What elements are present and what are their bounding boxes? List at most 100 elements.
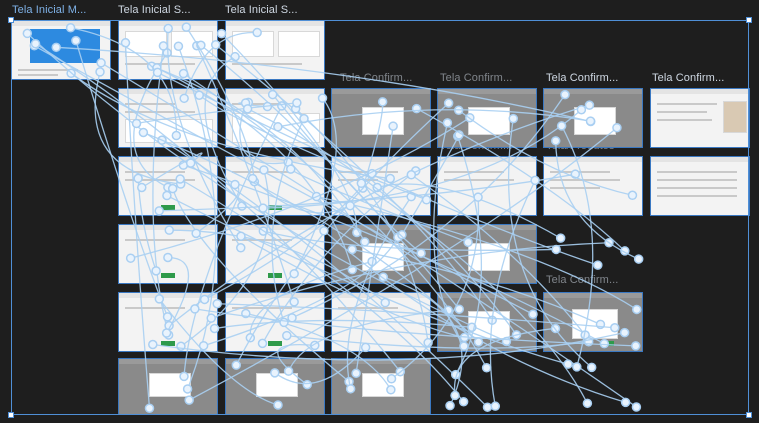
connector-line[interactable] <box>247 108 518 336</box>
frame-tela-produtos[interactable] <box>543 156 643 216</box>
frame-tela-inicial-s-1[interactable] <box>118 20 218 80</box>
connector-line[interactable] <box>152 331 625 361</box>
connector-line[interactable] <box>489 180 536 407</box>
connector-node[interactable] <box>473 337 484 347</box>
connector-line[interactable] <box>217 303 615 329</box>
connector-node[interactable] <box>164 225 175 235</box>
connector-node[interactable] <box>530 175 540 186</box>
connector-node[interactable] <box>490 401 501 411</box>
connector-node[interactable] <box>289 297 299 307</box>
connector-node[interactable] <box>273 400 283 410</box>
connector-line[interactable] <box>130 117 471 259</box>
connector-node[interactable] <box>259 165 269 175</box>
connector-node[interactable] <box>360 237 370 247</box>
connector-node[interactable] <box>96 58 106 68</box>
connector-node[interactable] <box>184 395 194 405</box>
connector-line[interactable] <box>183 164 605 345</box>
connector-node[interactable] <box>586 362 597 373</box>
connector-node[interactable] <box>563 359 573 369</box>
connector-node[interactable] <box>190 304 200 314</box>
connector-node[interactable] <box>30 38 41 49</box>
connector-node[interactable] <box>252 27 262 38</box>
connector-line[interactable] <box>240 235 465 339</box>
connector-line[interactable] <box>166 194 569 365</box>
connector-node[interactable] <box>619 327 630 338</box>
connector-node[interactable] <box>463 237 473 248</box>
connector-node[interactable] <box>154 294 165 304</box>
connector-node[interactable] <box>267 89 278 100</box>
connector-node[interactable] <box>528 309 538 319</box>
connector-node[interactable] <box>179 93 189 104</box>
connector-line[interactable] <box>290 168 469 243</box>
connector-node[interactable] <box>178 68 189 79</box>
connector-node[interactable] <box>443 98 454 108</box>
connector-node[interactable] <box>582 398 593 409</box>
connector-node[interactable] <box>416 248 426 259</box>
connector-line[interactable] <box>158 298 279 406</box>
connector-node[interactable] <box>230 179 240 190</box>
connector-node[interactable] <box>236 243 246 253</box>
connector-node[interactable] <box>627 190 638 201</box>
connector-node[interactable] <box>152 67 163 78</box>
connector-node[interactable] <box>154 206 164 216</box>
connector-node[interactable] <box>206 313 216 323</box>
connector-node[interactable] <box>257 338 268 349</box>
connector-node[interactable] <box>242 104 253 114</box>
connector-node[interactable] <box>161 328 172 338</box>
frame-label-tela-confirm-2[interactable]: Tela Confirm... <box>440 72 513 84</box>
connector-line[interactable] <box>35 43 401 373</box>
connector-node[interactable] <box>138 127 149 138</box>
connector-line[interactable] <box>203 237 399 347</box>
connector-node[interactable] <box>345 384 356 394</box>
connector-line[interactable] <box>152 45 170 336</box>
connector-node[interactable] <box>175 174 185 184</box>
connector-line[interactable] <box>391 197 480 380</box>
connector-line[interactable] <box>200 44 460 310</box>
connector-line[interactable] <box>143 131 479 343</box>
connector-line[interactable] <box>211 242 610 319</box>
connector-line[interactable] <box>291 94 566 319</box>
connector-node[interactable] <box>386 374 397 384</box>
connector-line[interactable] <box>235 102 450 366</box>
connector-node[interactable] <box>22 28 33 39</box>
connector-node[interactable] <box>137 182 147 193</box>
connector-line[interactable] <box>221 33 358 233</box>
connector-node[interactable] <box>351 368 361 379</box>
connector-node[interactable] <box>179 371 189 382</box>
connector-line[interactable] <box>277 109 591 128</box>
connector-node[interactable] <box>162 312 173 322</box>
connector-node[interactable] <box>572 362 582 372</box>
connector-node[interactable] <box>555 233 566 243</box>
connector-line[interactable] <box>239 102 289 165</box>
connector-line[interactable] <box>167 28 242 249</box>
connector-node[interactable] <box>151 266 161 276</box>
connector-line[interactable] <box>352 248 601 325</box>
connector-node[interactable] <box>181 22 192 32</box>
connector-node[interactable] <box>237 201 247 211</box>
connector-line[interactable] <box>272 94 422 254</box>
connector-node[interactable] <box>345 200 355 211</box>
connector-node[interactable] <box>356 178 367 189</box>
connector-node[interactable] <box>481 363 492 373</box>
connector-node[interactable] <box>171 130 182 141</box>
connector-node[interactable] <box>584 100 595 110</box>
connector-line[interactable] <box>263 109 582 209</box>
connector-line[interactable] <box>75 40 169 318</box>
frame-row5-col1[interactable] <box>118 358 218 415</box>
frame-label-tela-confirm-4[interactable]: Tela Confirm... <box>652 72 725 84</box>
connector-node[interactable] <box>199 294 210 305</box>
connector-node[interactable] <box>173 41 184 51</box>
connector-node[interactable] <box>406 170 417 180</box>
connector-line[interactable] <box>383 276 463 406</box>
connector-node[interactable] <box>482 402 493 412</box>
connector-line[interactable] <box>453 327 556 396</box>
connector-line[interactable] <box>198 94 427 201</box>
connector-node[interactable] <box>612 122 622 133</box>
connector-line[interactable] <box>271 118 305 323</box>
connector-line[interactable] <box>295 108 429 343</box>
connector-node[interactable] <box>282 330 292 341</box>
connector-node[interactable] <box>212 298 222 309</box>
connector-node[interactable] <box>458 396 469 407</box>
connector-line[interactable] <box>194 308 636 347</box>
